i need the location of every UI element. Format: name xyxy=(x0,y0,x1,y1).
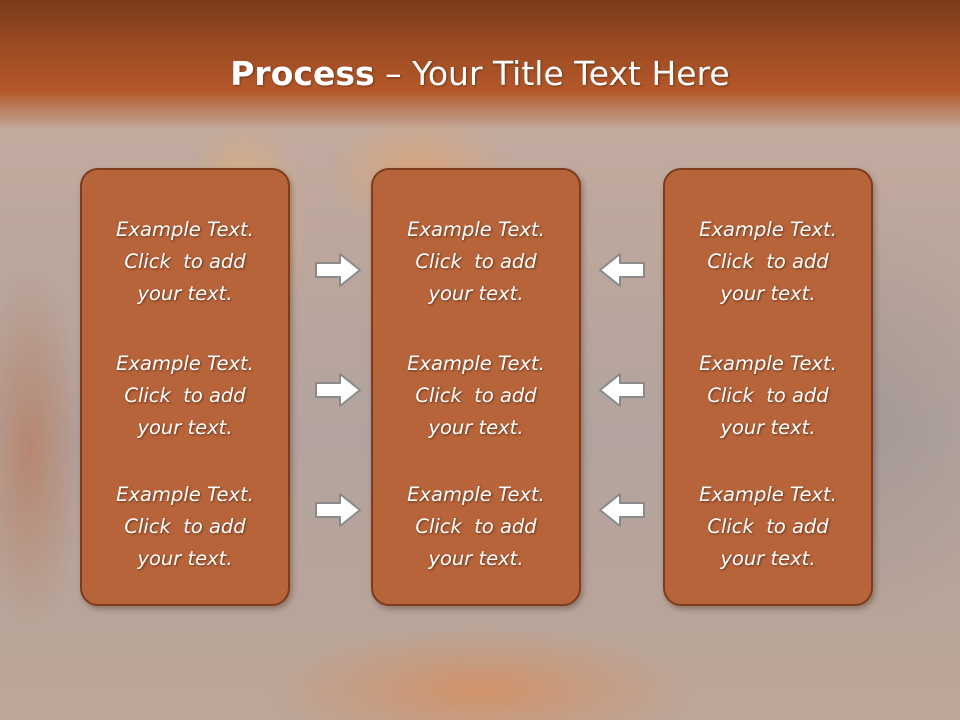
text-placeholder[interactable]: Example Text. Click to add your text. xyxy=(82,214,288,310)
process-box-left[interactable]: Example Text. Click to add your text. Ex… xyxy=(80,168,290,606)
text-line: Click to add xyxy=(124,384,246,407)
text-line: your text. xyxy=(720,547,816,570)
process-box-right[interactable]: Example Text. Click to add your text. Ex… xyxy=(663,168,873,606)
arrow-left-icon[interactable] xyxy=(598,252,646,288)
slide-title[interactable]: Process – Your Title Text Here xyxy=(0,54,960,93)
text-line: your text. xyxy=(720,416,816,439)
text-line: your text. xyxy=(428,547,524,570)
text-line: Click to add xyxy=(707,515,829,538)
text-placeholder[interactable]: Example Text. Click to add your text. xyxy=(373,214,579,310)
text-line: Example Text. xyxy=(699,218,837,241)
text-line: Click to add xyxy=(415,384,537,407)
text-line: Click to add xyxy=(124,515,246,538)
arrow-right-icon[interactable] xyxy=(314,372,362,408)
text-line: Click to add xyxy=(124,250,246,273)
text-line: Example Text. xyxy=(407,352,545,375)
text-line: your text. xyxy=(137,547,233,570)
text-placeholder[interactable]: Example Text. Click to add your text. xyxy=(665,348,871,444)
arrow-right-icon[interactable] xyxy=(314,252,362,288)
text-line: Click to add xyxy=(707,250,829,273)
text-line: your text. xyxy=(137,416,233,439)
text-placeholder[interactable]: Example Text. Click to add your text. xyxy=(373,348,579,444)
process-box-center[interactable]: Example Text. Click to add your text. Ex… xyxy=(371,168,581,606)
text-line: Example Text. xyxy=(699,483,837,506)
text-line: Example Text. xyxy=(407,483,545,506)
text-placeholder[interactable]: Example Text. Click to add your text. xyxy=(82,479,288,575)
arrow-right-icon[interactable] xyxy=(314,492,362,528)
text-placeholder[interactable]: Example Text. Click to add your text. xyxy=(665,479,871,575)
text-line: your text. xyxy=(428,282,524,305)
text-placeholder[interactable]: Example Text. Click to add your text. xyxy=(373,479,579,575)
text-line: Example Text. xyxy=(116,218,254,241)
title-bold: Process xyxy=(230,54,375,93)
text-line: Example Text. xyxy=(407,218,545,241)
title-rest: – Your Title Text Here xyxy=(374,54,730,93)
text-line: your text. xyxy=(137,282,233,305)
text-line: Click to add xyxy=(415,515,537,538)
text-line: Click to add xyxy=(415,250,537,273)
text-line: Example Text. xyxy=(116,483,254,506)
arrow-left-icon[interactable] xyxy=(598,372,646,408)
text-placeholder[interactable]: Example Text. Click to add your text. xyxy=(82,348,288,444)
text-line: your text. xyxy=(428,416,524,439)
text-placeholder[interactable]: Example Text. Click to add your text. xyxy=(665,214,871,310)
text-line: Example Text. xyxy=(699,352,837,375)
text-line: your text. xyxy=(720,282,816,305)
text-line: Example Text. xyxy=(116,352,254,375)
text-line: Click to add xyxy=(707,384,829,407)
arrow-left-icon[interactable] xyxy=(598,492,646,528)
title-bar xyxy=(0,0,960,130)
